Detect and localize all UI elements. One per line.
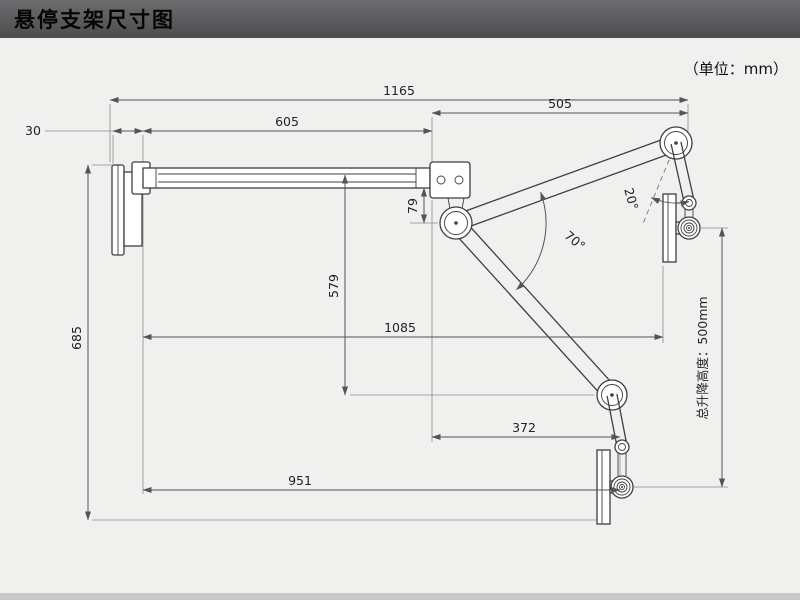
- dim-bottom-span: 951: [288, 473, 312, 488]
- angle-reference-line: [641, 142, 677, 227]
- title-bar: 悬停支架尺寸图: [0, 0, 800, 38]
- bottom-strip: [0, 593, 800, 600]
- dim-overall-height: 685: [69, 326, 84, 350]
- dim-mid-width: 1085: [384, 320, 416, 335]
- upper-arm: [453, 134, 679, 232]
- dim-tilt-angle: 20°: [621, 186, 641, 211]
- page-title: 悬停支架尺寸图: [14, 8, 175, 32]
- dim-lift-range: 总升降高度：500mm: [695, 296, 710, 419]
- dim-mid-drop: 579: [326, 274, 341, 298]
- dim-front-arm-span: 605: [275, 114, 299, 129]
- dim-wall-offset: 30: [25, 123, 41, 138]
- center-joint: [439, 206, 473, 240]
- dim-lower-span: 372: [512, 420, 536, 435]
- dim-joint-drop: 79: [405, 198, 420, 214]
- top-joint: [659, 126, 693, 160]
- upper-link: [670, 141, 695, 203]
- elbow-housing: [429, 161, 471, 210]
- unit-note: （单位：mm）: [683, 60, 788, 78]
- right-monitor-mount: [662, 193, 701, 263]
- horizontal-arm: [142, 167, 431, 189]
- lower-arm: [449, 217, 619, 401]
- tilt-angle-arc: [650, 197, 690, 207]
- extension-lines: [45, 104, 728, 521]
- bracket-dimension-diagram: 1165 505 30 605 79 579 685 1085 372 951 …: [25, 83, 728, 525]
- swing-angle-arc: [516, 191, 547, 291]
- bottom-monitor-mount: [596, 439, 634, 525]
- lower-joint: [596, 379, 628, 411]
- dimension-labels: 1165 505 30 605 79 579 685 1085 372 951 …: [25, 83, 710, 488]
- dim-upper-arm-span: 505: [548, 96, 572, 111]
- dim-overall-width: 1165: [383, 83, 415, 98]
- dimension-lines: [84, 96, 726, 521]
- dim-swing-angle: 70°: [562, 228, 589, 254]
